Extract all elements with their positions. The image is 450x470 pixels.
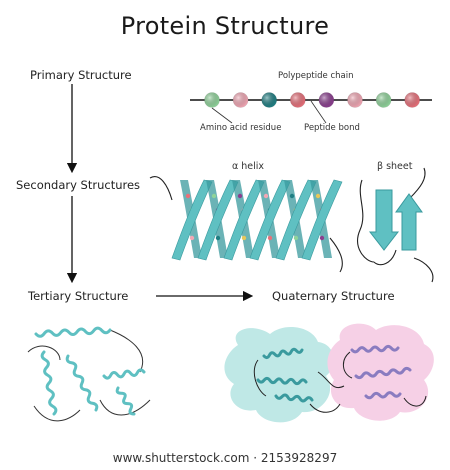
helix-residue-dot <box>241 235 247 241</box>
tertiary-helix <box>65 354 99 412</box>
tertiary-structure-label: Tertiary Structure <box>28 289 129 303</box>
bead-highlight <box>233 92 249 108</box>
tertiary-helix <box>40 350 58 416</box>
beta-sheet <box>357 167 434 283</box>
secondary-structures-label: Secondary Structures <box>16 178 141 192</box>
bead-highlight <box>204 92 220 108</box>
bead-highlight <box>261 92 277 108</box>
teal-subunit-blob <box>224 327 334 423</box>
watermark-text: www.shutterstock.com · 2153928297 <box>112 451 338 465</box>
helix-residue-dot <box>315 193 321 199</box>
bead-highlight <box>347 92 363 108</box>
tertiary-structure-model <box>27 326 151 422</box>
bead-highlight <box>318 92 334 108</box>
helix-residue-dot <box>189 235 195 241</box>
quaternary-purple-helix <box>354 366 412 380</box>
amino-acid-residue-label: Amino acid residue <box>200 123 282 133</box>
quaternary-teal-helix <box>262 347 304 360</box>
peptide-bond-label: Peptide bond <box>304 123 360 133</box>
helix-residue-dot <box>293 235 299 241</box>
beta-sheet-label: β sheet <box>377 161 413 172</box>
tertiary-helix <box>102 368 146 380</box>
quaternary-structure-label: Quaternary Structure <box>272 289 395 303</box>
primary-structure-label: Primary Structure <box>30 68 132 82</box>
quaternary-purple-helix <box>364 391 402 400</box>
helix-residue-dot <box>211 193 217 199</box>
watermark-bar <box>0 446 450 470</box>
bead-highlight <box>404 92 420 108</box>
beta-strand-down <box>368 189 400 251</box>
amino-acid-pointer <box>211 107 233 124</box>
quaternary-teal-helix <box>274 393 314 403</box>
alpha-helix <box>149 176 343 273</box>
helix-residue-dot <box>319 235 325 241</box>
page-title: Protein Structure <box>120 12 330 40</box>
peptide-bond-pointer <box>310 100 327 124</box>
bead-highlight <box>290 92 306 108</box>
helix-front-turn <box>301 179 343 261</box>
beta-strand-up <box>395 193 423 251</box>
helix-residue-dot <box>215 235 221 241</box>
helix-residue-dot <box>267 235 273 241</box>
helix-residue-dot <box>185 193 191 199</box>
quaternary-structure-model <box>224 323 434 423</box>
amino-acid-beads <box>204 92 421 108</box>
quaternary-teal-helix <box>256 376 308 386</box>
quaternary-purple-helix <box>350 344 400 354</box>
tertiary-helix <box>34 326 112 338</box>
helix-residue-dot <box>289 193 295 199</box>
bead-highlight <box>376 92 392 108</box>
helix-residue-dot <box>263 193 269 199</box>
polypeptide-chain-label: Polypeptide chain <box>278 71 354 81</box>
tertiary-helix <box>115 386 136 416</box>
alpha-helix-label: α helix <box>232 161 265 172</box>
helix-residue-dot <box>237 193 243 199</box>
